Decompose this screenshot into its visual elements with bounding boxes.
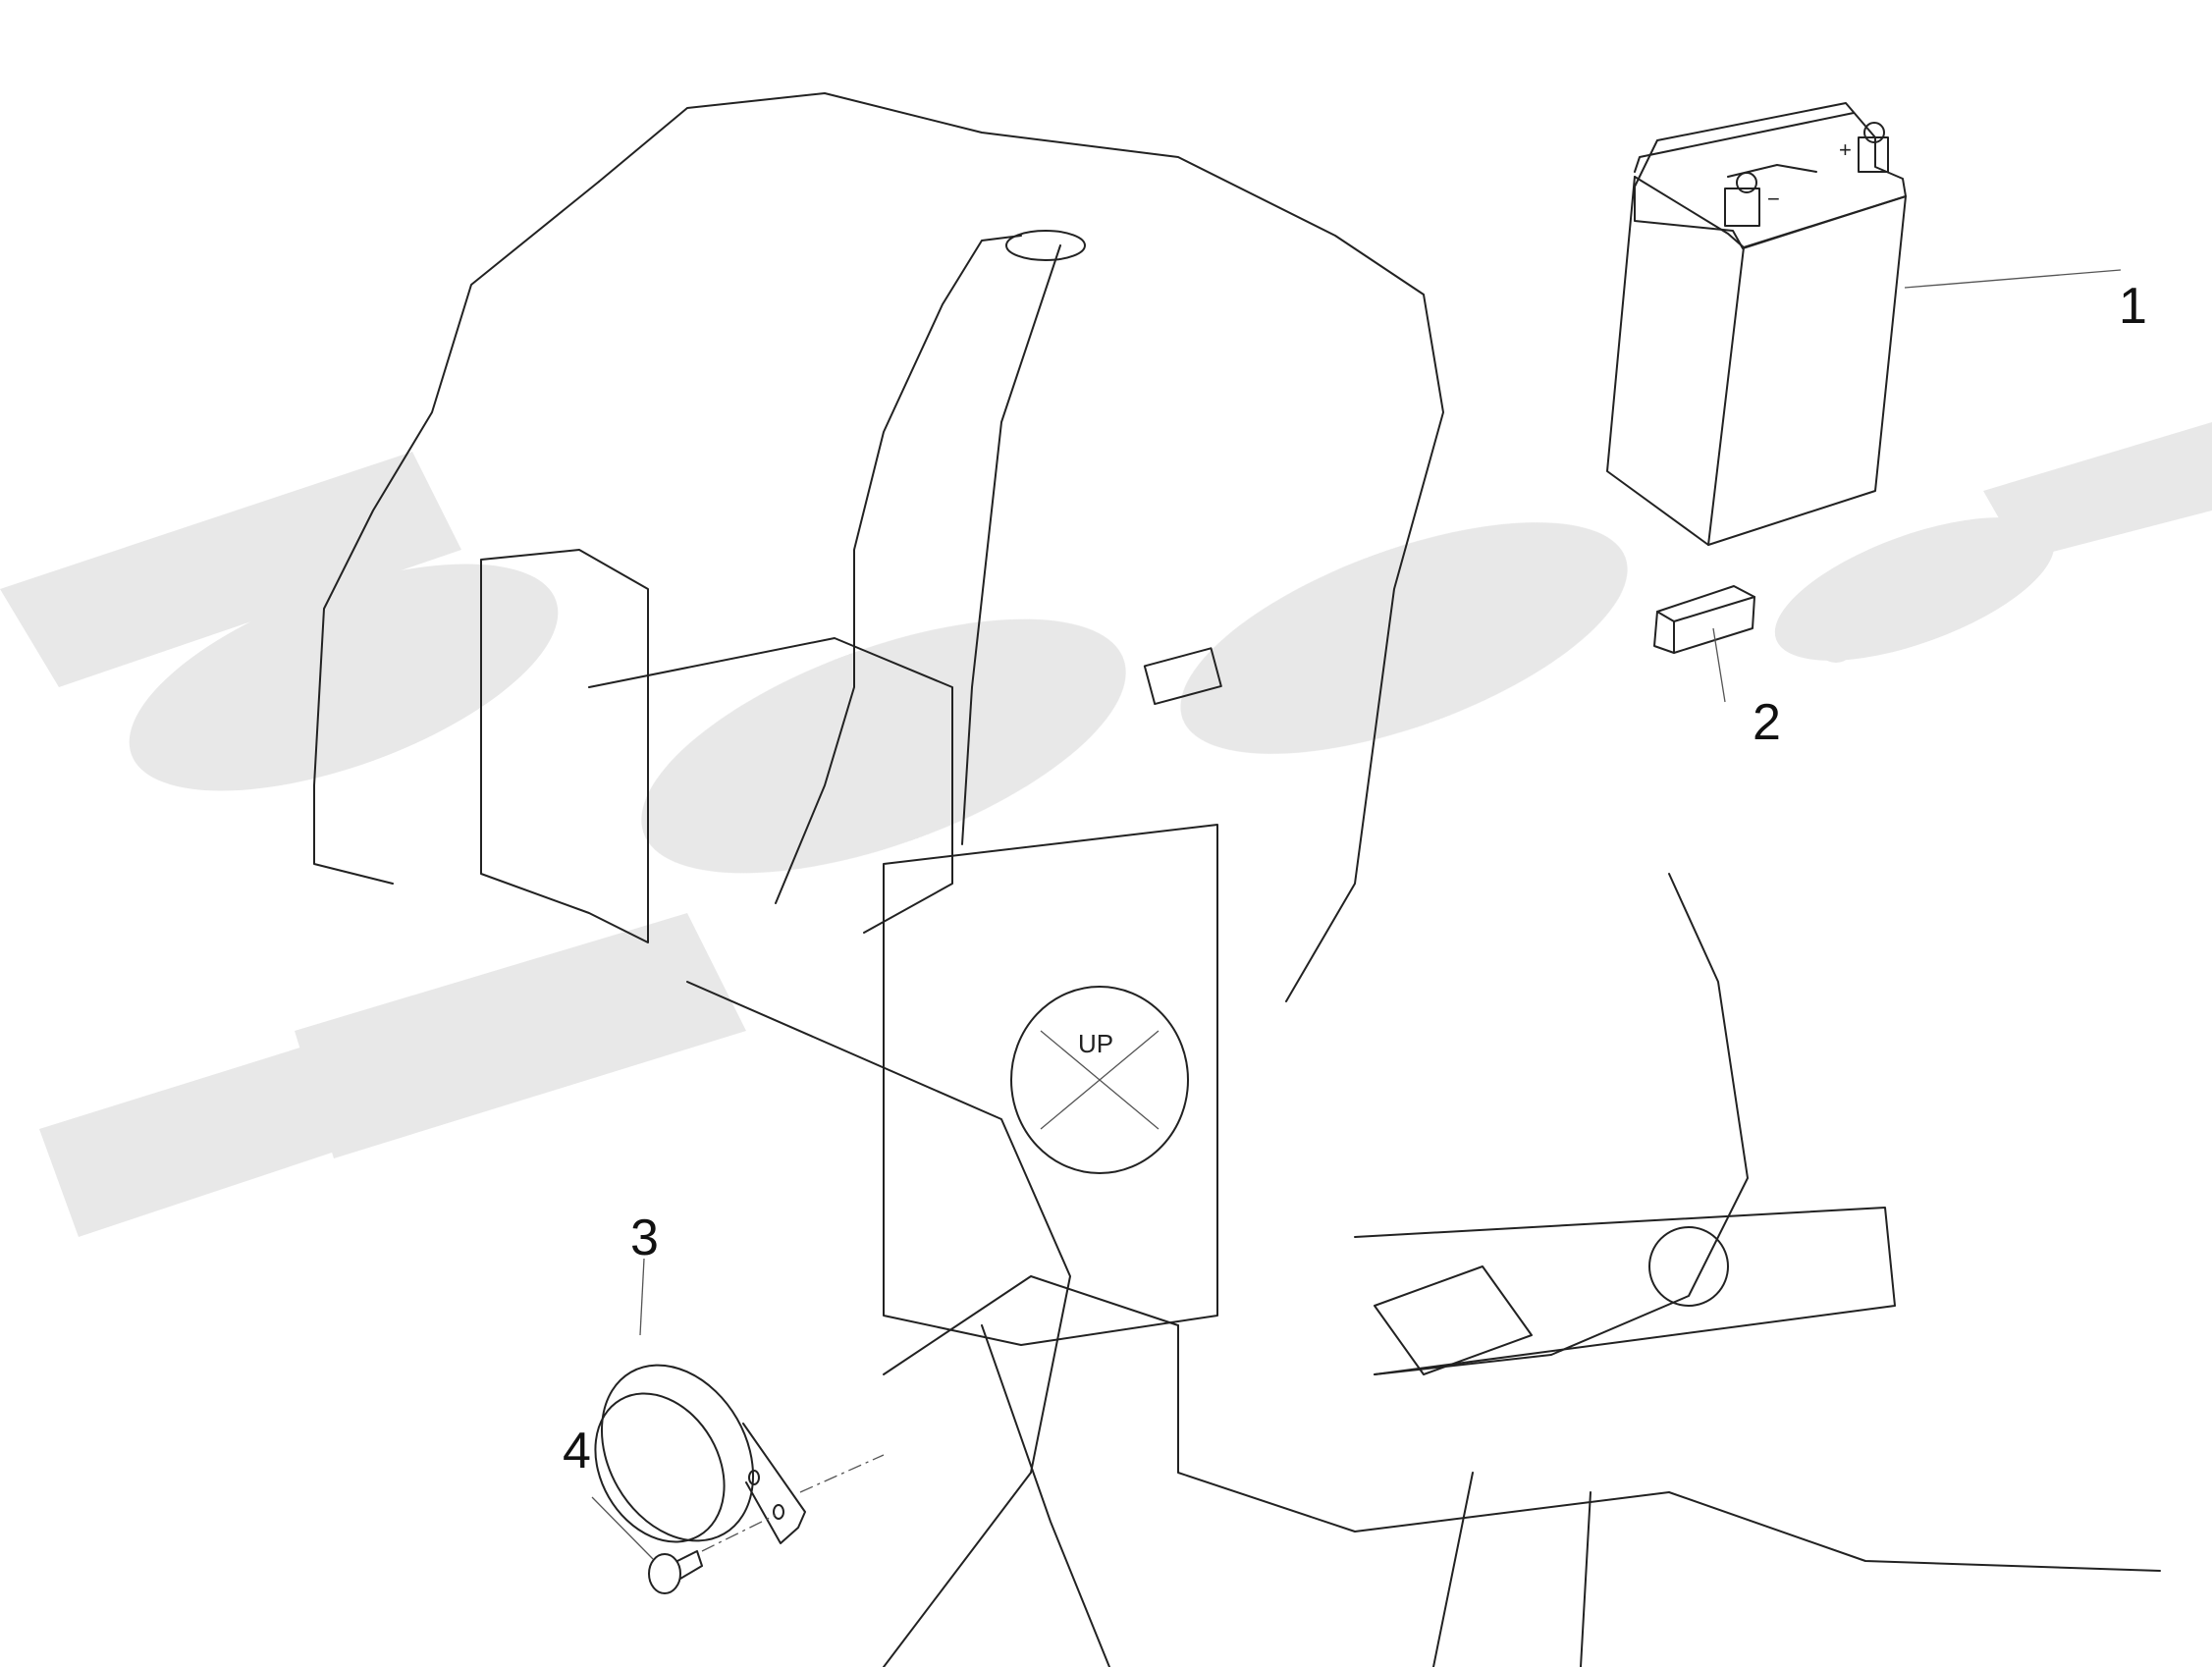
battery-plus-marking: + xyxy=(1839,137,1852,162)
callout-4: 4 xyxy=(563,1423,591,1479)
callout-1: 1 xyxy=(2119,278,2147,335)
callout-2: 2 xyxy=(1753,694,1781,751)
watermark xyxy=(0,422,2212,1237)
battery: + − xyxy=(1606,102,1907,546)
battery-spacer xyxy=(1653,585,1755,654)
leader-lines xyxy=(591,269,2122,1560)
screw xyxy=(648,1550,703,1594)
battery-minus-marking: − xyxy=(1767,187,1780,211)
callout-3: 3 xyxy=(630,1210,659,1266)
scooter-frame: UP xyxy=(313,92,2161,1667)
cap-up-marking: UP xyxy=(1078,1029,1113,1058)
horn xyxy=(594,1364,806,1544)
